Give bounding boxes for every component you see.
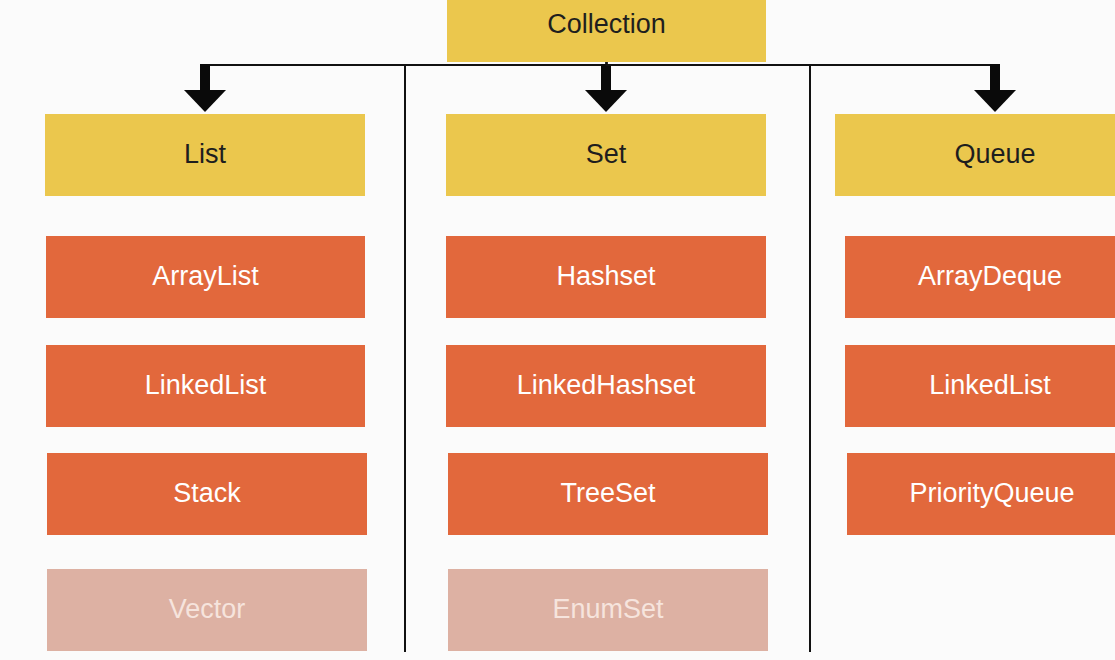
arrow-head xyxy=(585,90,627,112)
arrow-head xyxy=(974,90,1016,112)
box-label: Collection xyxy=(547,9,666,40)
inheritance-arrow xyxy=(607,62,1017,112)
class-box: LinkedList xyxy=(46,345,365,427)
interface-box: List xyxy=(45,114,365,196)
column-divider xyxy=(809,64,811,652)
box-label: Vector xyxy=(169,594,246,625)
box-label: Set xyxy=(586,139,627,170)
arrow-shaft xyxy=(200,64,210,91)
class-box: Hashset xyxy=(446,236,766,318)
class-box: LinkedHashset xyxy=(446,345,766,427)
class-box: TreeSet xyxy=(448,453,768,535)
root-interface-box: Collection xyxy=(447,0,766,62)
interface-box: Set xyxy=(446,114,766,196)
class-box: PriorityQueue xyxy=(847,453,1115,535)
column-divider xyxy=(404,64,406,652)
box-label: Queue xyxy=(954,139,1035,170)
connector-line xyxy=(205,62,607,65)
arrow-shaft xyxy=(601,64,611,91)
box-label: List xyxy=(184,139,226,170)
box-label: PriorityQueue xyxy=(909,478,1074,509)
connector-line xyxy=(607,62,996,65)
class-box: ArrayList xyxy=(46,236,365,318)
arrow-head xyxy=(184,90,226,112)
class-box: Stack xyxy=(47,453,367,535)
class-box: ArrayDeque xyxy=(845,236,1115,318)
faded-class-box: Vector xyxy=(47,569,367,651)
box-label: EnumSet xyxy=(552,594,663,625)
box-label: LinkedHashset xyxy=(517,370,696,401)
arrow-shaft xyxy=(990,64,1000,91)
box-label: LinkedList xyxy=(929,370,1051,401)
box-label: ArrayDeque xyxy=(918,261,1062,292)
faded-class-box: EnumSet xyxy=(448,569,768,651)
box-label: TreeSet xyxy=(560,478,655,509)
box-label: Stack xyxy=(173,478,241,509)
class-box: LinkedList xyxy=(845,345,1115,427)
interface-box: Queue xyxy=(835,114,1115,196)
box-label: ArrayList xyxy=(152,261,259,292)
inheritance-arrow xyxy=(184,62,607,112)
inheritance-arrow xyxy=(585,62,627,112)
box-label: LinkedList xyxy=(145,370,267,401)
box-label: Hashset xyxy=(556,261,655,292)
